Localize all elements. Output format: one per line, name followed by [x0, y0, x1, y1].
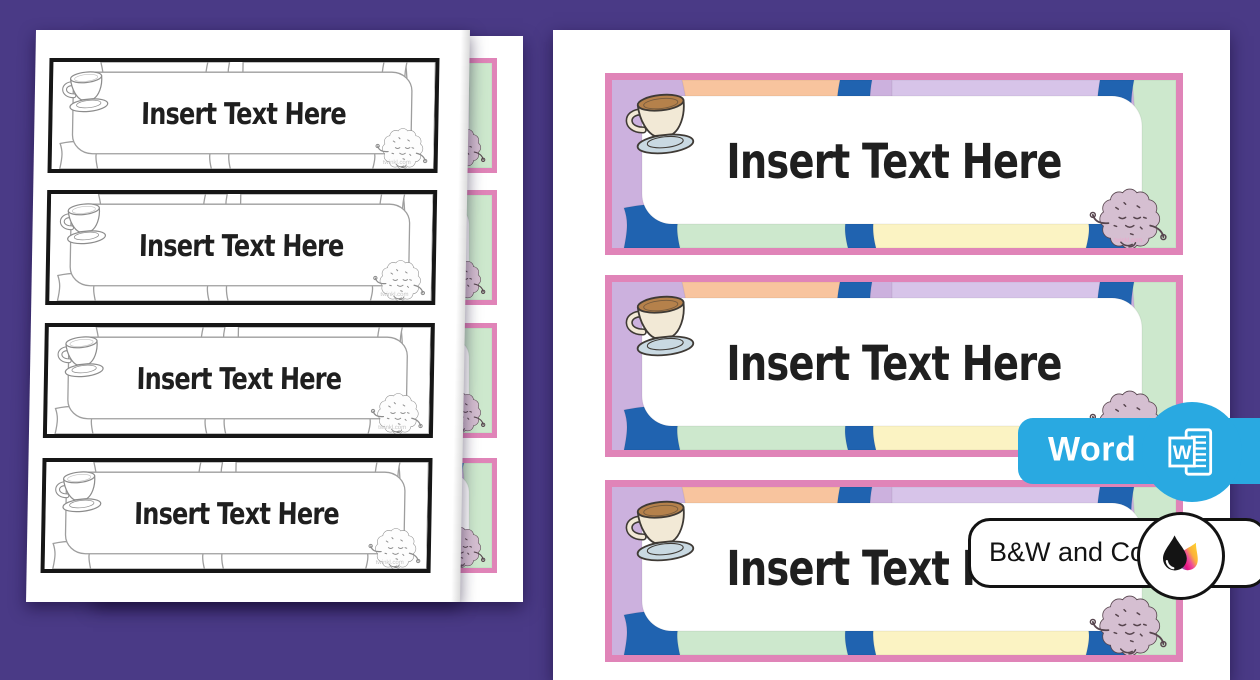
label-text: Insert Text Here: [726, 335, 1062, 392]
label-text: Insert Text Here: [138, 228, 344, 264]
label-banner: Insert Text Here twinkl.com: [42, 323, 435, 438]
watermark: twinkl.com: [380, 292, 409, 299]
label-text: Insert Text Here: [133, 496, 340, 532]
watermark: twinkl.com: [375, 560, 404, 567]
watermark: twinkl.com: [378, 425, 407, 432]
label-text: Insert Text Here: [726, 133, 1062, 190]
watermark: twinkl.com: [1114, 237, 1143, 244]
ink-drop-circle: [1137, 512, 1225, 600]
purple-background: { "background": { "color": "#4a3a86" }, …: [0, 0, 1260, 630]
bw-color-badge: B&W and Color: [968, 512, 1260, 600]
label-banner: Insert Text Here twinkl.com: [47, 58, 440, 173]
word-badge-label: Word: [1048, 430, 1137, 469]
word-badge: Word: [1018, 402, 1260, 502]
label-banner: Insert Text Here twinkl.com: [605, 73, 1183, 255]
bw-labels-page: Insert Text Here twinkl.com Insert Text …: [26, 30, 470, 602]
label-banner: Insert Text Here twinkl.com: [605, 275, 1183, 457]
word-icon: [1164, 424, 1220, 480]
label-banner: Insert Text Here twinkl.com: [45, 190, 438, 305]
label-text: Insert Text Here: [136, 361, 342, 397]
watermark: twinkl.com: [382, 160, 411, 167]
label-banner: Insert Text Here twinkl.com: [40, 458, 433, 573]
ink-drop-icon: [1154, 529, 1208, 583]
word-logo-circle: [1142, 402, 1242, 502]
label-text: Insert Text Here: [140, 96, 347, 132]
